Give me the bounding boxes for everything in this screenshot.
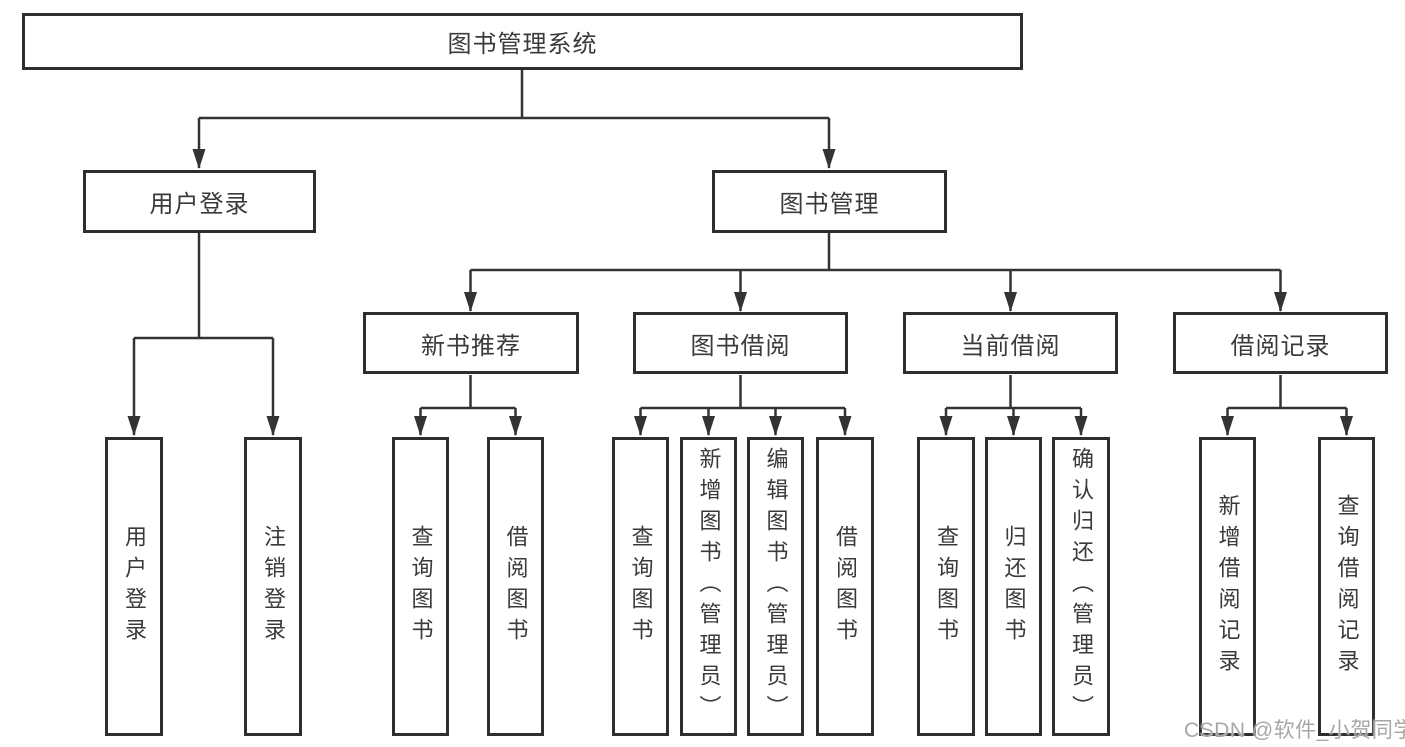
connector-trunk-lines xyxy=(134,70,1347,410)
leaf-user-login: 用户登录 xyxy=(105,437,163,736)
csdn-watermark: CSDN @软件_小贺同学 xyxy=(1184,719,1405,742)
leaf-logout: 注销登录 xyxy=(244,437,302,736)
node-library-management-system: 图书管理系统 xyxy=(22,13,1023,70)
node-borrow-records: 借阅记录 xyxy=(1173,312,1388,374)
leaf-current-return-books: 归还图书 xyxy=(985,437,1042,736)
leaf-records-add-record: 新增借阅记录 xyxy=(1199,437,1256,736)
node-new-book-recommend: 新书推荐 xyxy=(363,312,579,374)
node-book-management: 图书管理 xyxy=(712,170,947,233)
leaf-borrow-edit-books-admin: 编辑图书（管理员） xyxy=(747,437,804,736)
node-user-login: 用户登录 xyxy=(83,170,316,233)
leaf-records-query-record: 查询借阅记录 xyxy=(1318,437,1375,736)
leaf-borrow-query-books: 查询图书 xyxy=(612,437,669,736)
leaf-borrow-borrow-books: 借阅图书 xyxy=(816,437,874,736)
node-current-borrow: 当前借阅 xyxy=(903,312,1118,374)
leaf-current-query-books: 查询图书 xyxy=(917,437,975,736)
leaf-borrow-add-books-admin: 新增图书（管理员） xyxy=(680,437,737,736)
leaf-current-confirm-return-admin: 确认归还（管理员） xyxy=(1052,437,1110,736)
leaf-newbook-query-books: 查询图书 xyxy=(392,437,449,736)
node-book-borrow: 图书借阅 xyxy=(633,312,848,374)
connector-arrows xyxy=(127,118,1353,436)
leaf-newbook-borrow-books: 借阅图书 xyxy=(487,437,544,736)
